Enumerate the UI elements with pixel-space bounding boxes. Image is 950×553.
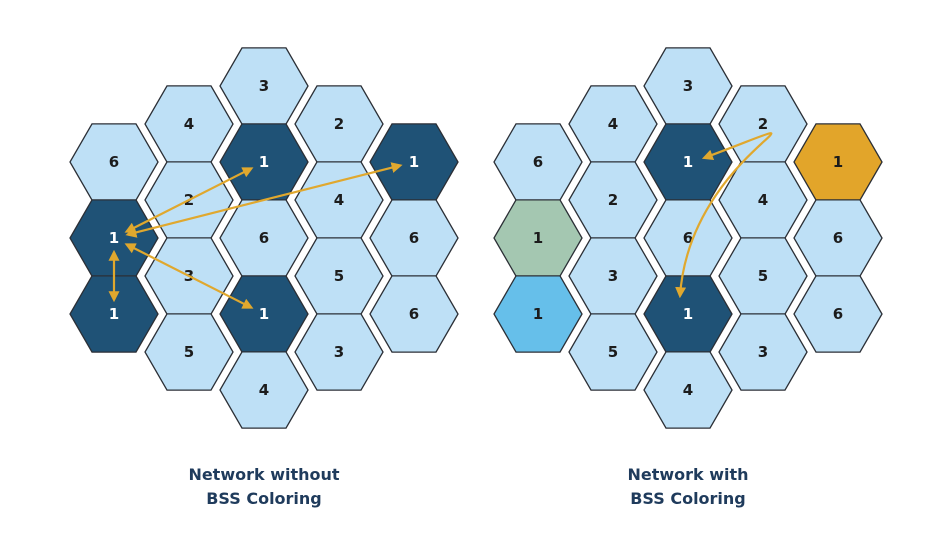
caption-left-line2: BSS Coloring (206, 489, 322, 508)
hex-cell-label: 3 (608, 267, 618, 285)
hex-cell-label: 4 (259, 381, 269, 399)
interference-arrows (108, 132, 773, 309)
hex-cell-label: 1 (409, 153, 419, 171)
arrow-bottom-right (124, 243, 254, 309)
hex-cell-label: 1 (833, 153, 843, 171)
hex-cell-label: 4 (184, 115, 194, 133)
hex-cell-label: 6 (409, 305, 419, 323)
hex-cell (718, 313, 808, 391)
hex-cell-label: 3 (259, 77, 269, 95)
hex-cell-label: 6 (409, 229, 419, 247)
hex-cell-label: 4 (758, 191, 768, 209)
hex-cell-label: 1 (683, 305, 693, 323)
hex-cell-label: 5 (608, 343, 618, 361)
hex-cell-label: 5 (758, 267, 768, 285)
arrow-curved-reuse (675, 132, 773, 299)
hex-cell-label: 1 (259, 305, 269, 323)
hex-cell-label: 2 (758, 115, 768, 133)
caption-left-line1: Network without (188, 465, 340, 484)
hex-cell-label: 2 (334, 115, 344, 133)
hex-cell-label: 5 (334, 267, 344, 285)
hex-cell-label: 3 (334, 343, 344, 361)
hex-cell-label: 4 (334, 191, 344, 209)
hex-cell-label: 1 (533, 305, 543, 323)
hex-cell-label: 1 (683, 153, 693, 171)
hex-cell-label: 5 (184, 343, 194, 361)
hex-cell-label: 3 (683, 77, 693, 95)
hex-cell (643, 351, 733, 429)
hex-cell-label: 6 (833, 305, 843, 323)
hex-cell (294, 313, 384, 391)
hex-cell (793, 275, 883, 353)
hex-cell-label: 1 (533, 229, 543, 247)
hex-cell-label: 4 (683, 381, 693, 399)
caption-right-line1: Network with (627, 465, 749, 484)
hex-cell-label: 1 (109, 229, 119, 247)
hex-cell (493, 275, 583, 353)
hex-cell-label: 6 (533, 153, 543, 171)
hex-cell-label: 6 (259, 229, 269, 247)
hex-cell-label: 1 (259, 153, 269, 171)
hex-cell-label: 3 (758, 343, 768, 361)
caption-left: Network without BSS Coloring (114, 463, 414, 511)
hex-cell-label: 4 (608, 115, 618, 133)
hex-cell (144, 313, 234, 391)
hex-cell (219, 351, 309, 429)
arrow-top-right (125, 162, 403, 238)
hex-cell-label: 1 (109, 305, 119, 323)
hex-cell (568, 313, 658, 391)
hex-cell-label: 6 (833, 229, 843, 247)
caption-right: Network with BSS Coloring (538, 463, 838, 511)
hex-cell-label: 2 (608, 191, 618, 209)
hex-cell-label: 6 (109, 153, 119, 171)
caption-right-line2: BSS Coloring (630, 489, 746, 508)
hex-cell (369, 275, 459, 353)
